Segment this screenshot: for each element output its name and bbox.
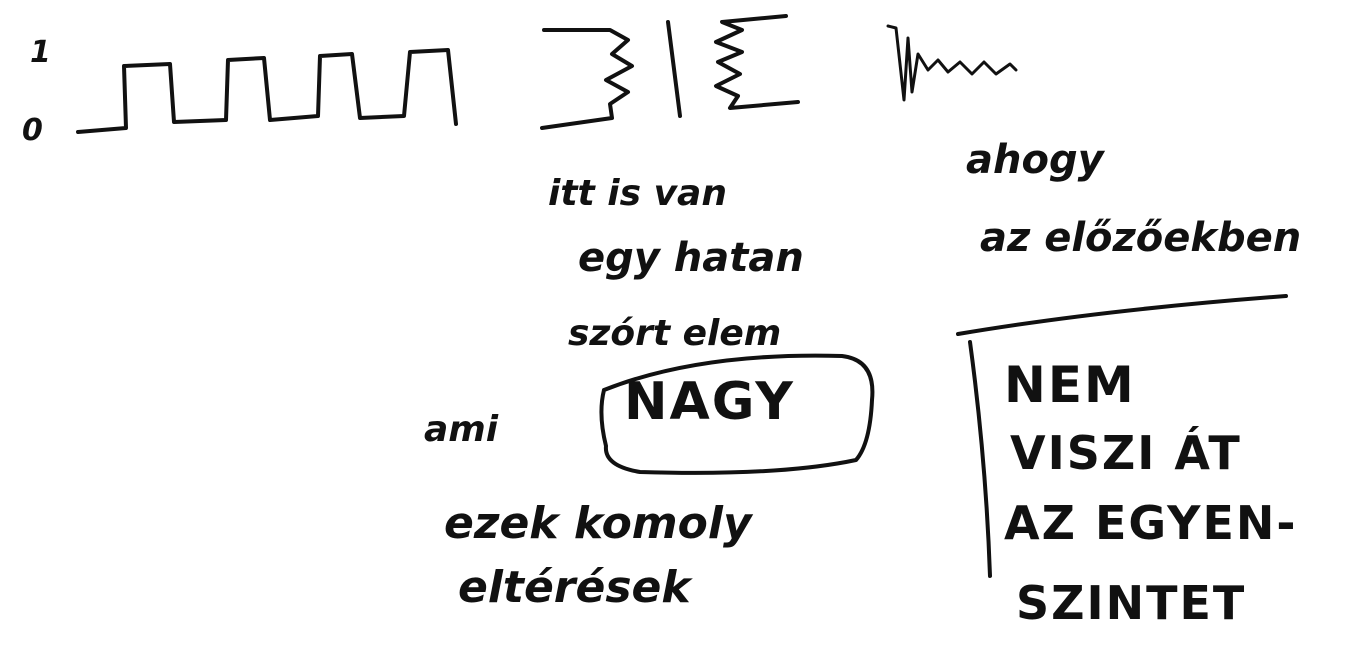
nem-bracket xyxy=(956,294,1288,578)
note-ahogy: ahogy xyxy=(966,137,1104,183)
small-scribble xyxy=(886,24,1018,102)
signal-divider-line xyxy=(666,20,682,118)
nagy-box-outline xyxy=(599,353,875,475)
note-az-elozoekben: az előzőekben xyxy=(980,215,1302,261)
note-szort-elem: szórt elem xyxy=(568,313,782,354)
note-ezek-komoly: ezek komoly xyxy=(444,498,752,549)
squiggle-signal-sketch xyxy=(714,14,800,110)
note-ami: ami xyxy=(424,409,499,450)
note-viszi-at: VISZI ÁT xyxy=(1010,426,1242,480)
note-szintet: SZINTET xyxy=(1016,576,1247,630)
note-egy-hatan: egy hatan xyxy=(578,235,804,281)
square-wave-signal xyxy=(76,48,458,134)
note-itt-is-van: itt is van xyxy=(548,173,727,214)
note-nem: NEM xyxy=(1004,356,1136,414)
noisy-signal-sketch xyxy=(540,28,634,130)
axis-label-high: 1 xyxy=(30,35,51,70)
note-nagy: NAGY xyxy=(624,372,795,432)
note-az-egyen: AZ EGYEN- xyxy=(1004,496,1298,550)
note-elteresek: eltérések xyxy=(458,562,691,613)
axis-label-low: 0 xyxy=(22,113,43,148)
